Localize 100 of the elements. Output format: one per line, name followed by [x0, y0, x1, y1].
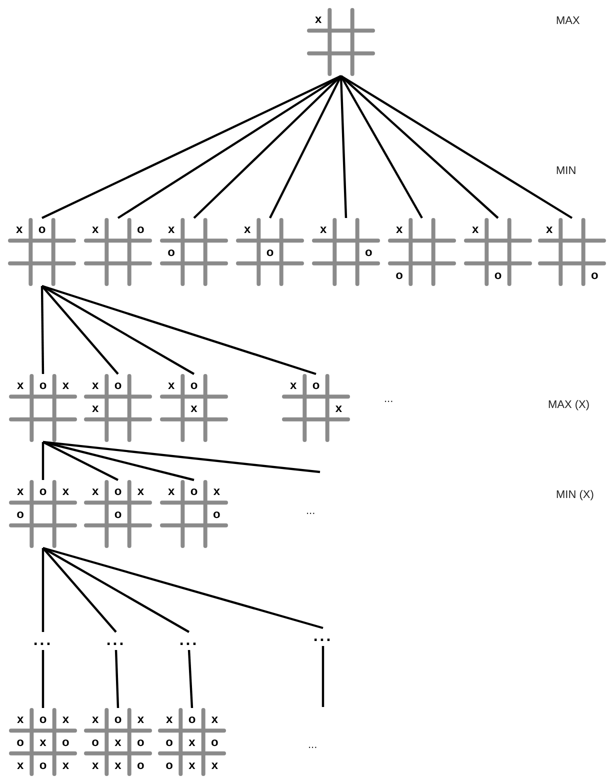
- board-mark: o: [188, 713, 196, 726]
- board-mark: x: [16, 713, 24, 726]
- game-board: [84, 708, 152, 776]
- board-mark: x: [166, 713, 173, 726]
- tree-edge: [188, 650, 194, 708]
- board-mark: x: [16, 223, 23, 236]
- board-mark: o: [136, 736, 144, 748]
- board-mark: x: [188, 758, 196, 771]
- board-mark: o: [38, 223, 46, 236]
- game-board: [160, 480, 228, 548]
- board-mark: x: [40, 736, 46, 748]
- board-mark: o: [212, 508, 220, 520]
- tree-edge: [117, 75, 342, 219]
- board-mark: o: [39, 379, 47, 392]
- level-label: MAX: [556, 16, 580, 27]
- board-mark: o: [136, 223, 144, 236]
- board-mark: o: [114, 485, 122, 498]
- board-mark: x: [168, 379, 175, 392]
- tree-edge: [42, 547, 190, 633]
- board-mark: o: [114, 713, 122, 726]
- board-mark: x: [16, 485, 24, 498]
- tree-edge: [42, 284, 316, 376]
- game-board: [538, 218, 606, 286]
- level-label: ...: [384, 394, 394, 405]
- game-board: [236, 218, 304, 286]
- board-mark: o: [114, 379, 122, 392]
- game-board: [388, 218, 456, 286]
- board-mark: x: [62, 379, 69, 392]
- board-mark: x: [314, 13, 322, 26]
- tree-edge: [114, 650, 120, 708]
- level-label: MAX (X): [548, 400, 590, 411]
- board-mark: o: [166, 758, 173, 771]
- game-board: [84, 374, 152, 442]
- level-label: ...: [308, 740, 318, 751]
- board-mark: x: [92, 379, 99, 392]
- board-mark: x: [16, 758, 24, 771]
- game-board: [9, 480, 77, 548]
- level-label: MIN: [556, 166, 576, 177]
- game-board: [84, 480, 152, 548]
- tree-edge: [42, 441, 118, 481]
- game-board: [307, 8, 375, 76]
- board-mark: o: [210, 736, 218, 748]
- tree-edge: [193, 75, 342, 219]
- tree-edge: [42, 75, 342, 219]
- board-mark: x: [244, 223, 251, 236]
- board-mark: o: [39, 713, 47, 726]
- board-mark: o: [266, 246, 274, 258]
- board-mark: x: [168, 223, 175, 236]
- board-mark: x: [137, 485, 144, 498]
- board-mark: x: [92, 223, 99, 236]
- tree-edge: [40, 286, 44, 374]
- board-mark: o: [39, 485, 47, 498]
- board-mark: x: [137, 713, 144, 726]
- ellipsis: ...: [313, 629, 333, 645]
- board-mark: x: [62, 758, 69, 771]
- board-mark: o: [166, 736, 173, 748]
- tree-edge: [42, 440, 194, 482]
- tree-edge: [322, 646, 324, 707]
- board-mark: o: [136, 758, 144, 771]
- board-mark: x: [114, 736, 122, 748]
- tree-edge: [340, 75, 573, 219]
- board-mark: o: [39, 758, 47, 771]
- board-mark: x: [168, 485, 175, 498]
- board-mark: x: [472, 223, 479, 236]
- board-mark: o: [190, 485, 198, 498]
- board-mark: o: [92, 736, 99, 748]
- board-mark: o: [16, 508, 24, 520]
- game-board: [158, 708, 226, 776]
- board-mark: x: [16, 379, 24, 392]
- tree-edge: [42, 548, 44, 632]
- tree-edge: [340, 75, 499, 219]
- board-mark: o: [114, 508, 122, 520]
- game-board: [8, 218, 76, 286]
- game-board: [9, 708, 77, 776]
- board-mark: x: [290, 379, 297, 392]
- tree-edge: [42, 650, 44, 708]
- board-mark: o: [62, 736, 70, 748]
- board-mark: x: [92, 713, 99, 726]
- level-label: MIN (X): [556, 490, 594, 501]
- tree-edge: [42, 546, 324, 630]
- tree-edge: [41, 285, 119, 375]
- tree-edge: [269, 76, 342, 218]
- board-mark: x: [211, 758, 218, 771]
- tree-edge: [42, 547, 117, 633]
- board-mark: o: [364, 246, 372, 258]
- board-mark: o: [396, 268, 403, 281]
- board-mark: o: [16, 736, 24, 748]
- board-mark: x: [114, 758, 122, 771]
- board-mark: x: [190, 402, 198, 414]
- board-mark: x: [92, 402, 99, 414]
- board-mark: x: [213, 485, 220, 498]
- level-label: ...: [306, 506, 316, 517]
- board-mark: o: [168, 246, 175, 258]
- board-mark: o: [590, 268, 598, 281]
- tree-edge: [42, 440, 320, 474]
- board-mark: o: [312, 379, 320, 392]
- board-mark: x: [92, 758, 99, 771]
- game-board: [282, 374, 350, 442]
- game-board: [160, 374, 228, 442]
- board-mark: x: [92, 485, 99, 498]
